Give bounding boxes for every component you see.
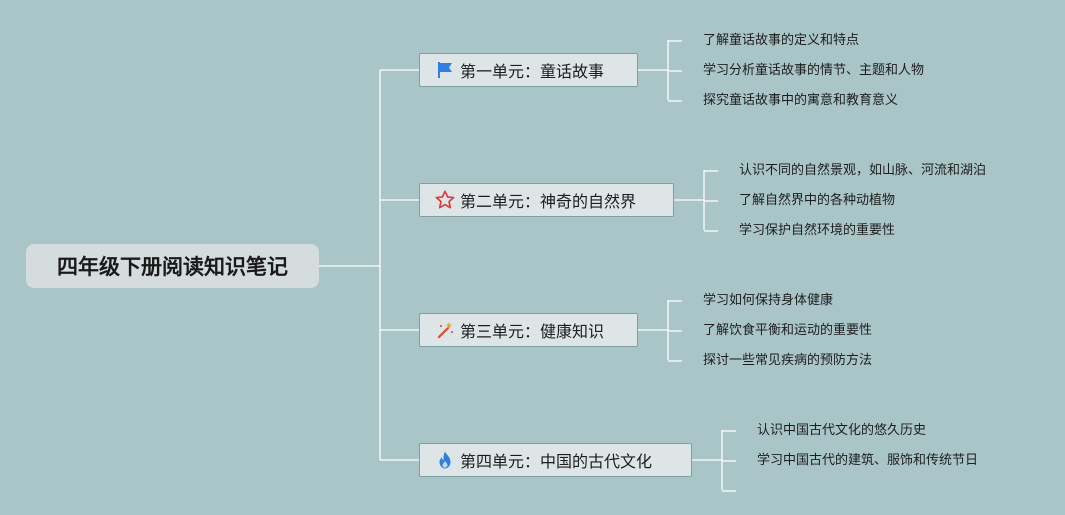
leaf-topic[interactable]: 认识不同的自然景观，如山脉、河流和湖泊 — [739, 163, 987, 178]
leaf-topic[interactable]: 探究童话故事中的寓意和教育意义 — [703, 93, 899, 108]
leaf-topic[interactable]: 学习中国古代的建筑、服饰和传统节日 — [757, 453, 979, 468]
branch-label: 第四单元：中国的古代文化 — [460, 452, 653, 471]
leaf-topic[interactable]: 学习分析童话故事的情节、主题和人物 — [703, 63, 925, 78]
branch-label: 第一单元：童话故事 — [460, 62, 605, 81]
leaf-topic[interactable]: 认识中国古代文化的悠久历史 — [757, 423, 927, 438]
flame-icon — [434, 449, 456, 471]
flag-icon — [434, 59, 456, 81]
root-title: 四年级下册阅读知识笔记 — [57, 255, 288, 279]
leaf-topic[interactable]: 了解自然界中的各种动植物 — [739, 193, 896, 208]
star-outline-icon — [434, 189, 456, 211]
branch-unit-3[interactable]: 第三单元：健康知识 — [419, 313, 638, 347]
branch-unit-4[interactable]: 第四单元：中国的古代文化 — [419, 443, 692, 477]
branch-label: 第三单元：健康知识 — [460, 322, 605, 341]
leaf-topic[interactable]: 了解饮食平衡和运动的重要性 — [703, 323, 873, 338]
branch-unit-1[interactable]: 第一单元：童话故事 — [419, 53, 638, 87]
leaf-topic[interactable]: 学习如何保持身体健康 — [703, 293, 834, 308]
leaf-topic[interactable]: 了解童话故事的定义和特点 — [703, 33, 860, 48]
magic-wand-icon — [434, 319, 456, 341]
branch-unit-2[interactable]: 第二单元：神奇的自然界 — [419, 183, 674, 217]
leaf-topic[interactable]: 探讨一些常见疾病的预防方法 — [703, 353, 873, 368]
root-topic[interactable]: 四年级下册阅读知识笔记 — [26, 244, 319, 288]
branch-label: 第二单元：神奇的自然界 — [460, 192, 637, 211]
leaf-topic[interactable]: 学习保护自然环境的重要性 — [739, 223, 896, 238]
